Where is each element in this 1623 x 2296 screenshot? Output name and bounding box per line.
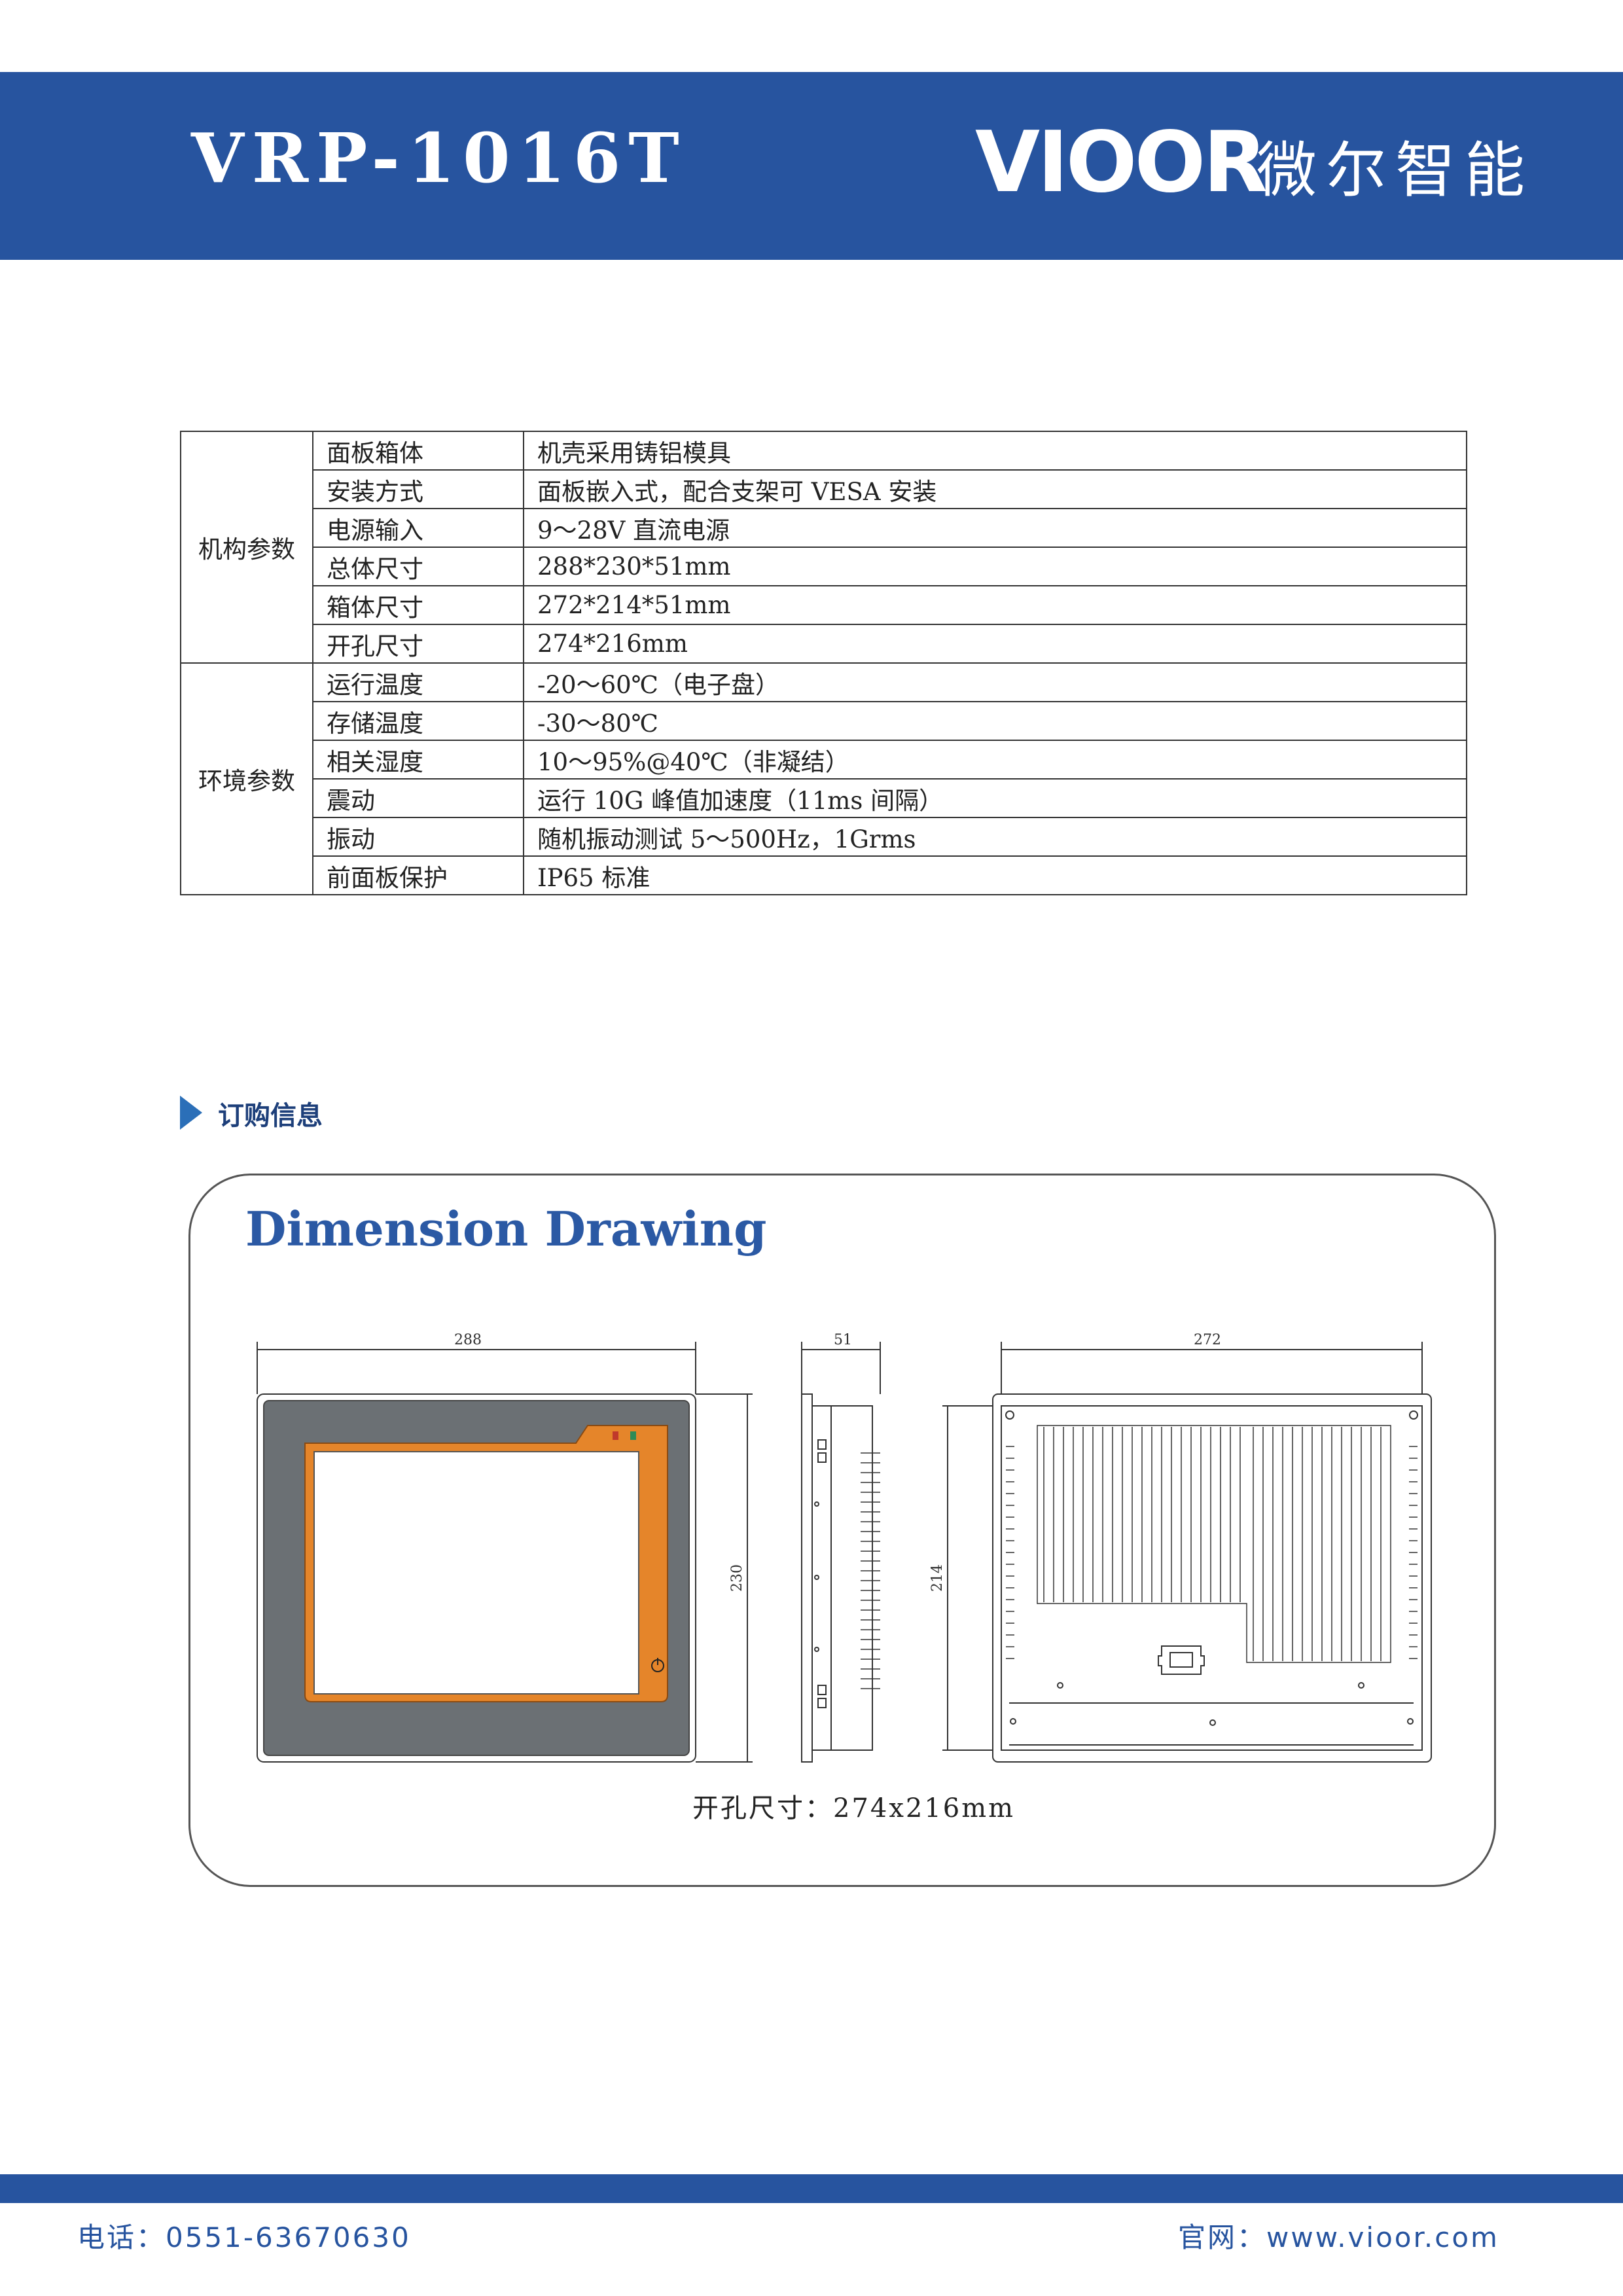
status-led-icon [613, 1431, 618, 1440]
logo-wordmark: VIOOR [975, 114, 1268, 211]
spec-name: 相关湿度 [312, 740, 524, 780]
spec-value: 面板嵌入式，配合支架可 VESA 安装 [523, 469, 1467, 509]
spec-name: 运行温度 [312, 662, 524, 702]
side-bezel [801, 1393, 813, 1763]
spec-value: IP65 标准 [523, 855, 1467, 895]
front-screen [313, 1451, 639, 1695]
footer-phone[interactable]: 电话：0551-63670630 [77, 2221, 411, 2253]
table-row: 箱体尺寸 272*214*51mm [181, 585, 1467, 625]
side-screw-icon [814, 1501, 819, 1507]
spec-name: 安装方式 [312, 469, 524, 509]
dimension-panel [188, 1174, 1496, 1887]
dimension-drawing: 288 230 51 272 [257, 1332, 1432, 1763]
spec-value: 机壳采用铸铝模具 [523, 431, 1467, 471]
connector-socket-icon [1169, 1652, 1193, 1668]
heatsink-outline [1037, 1425, 1391, 1663]
spec-name: 前面板保护 [312, 855, 524, 895]
back-view: 272 214 [929, 1332, 1432, 1763]
screw-hole-icon [1407, 1718, 1414, 1725]
side-depth-label: 51 [834, 1332, 852, 1348]
header-bar [0, 72, 1623, 260]
footer-bar [0, 2174, 1623, 2203]
spec-name: 箱体尺寸 [312, 585, 524, 625]
spec-value: 9～28V 直流电源 [523, 508, 1467, 548]
spec-value: 10～95%@40℃（非凝结） [523, 740, 1467, 780]
table-row: 环境参数 运行温度 -20～60℃（电子盘） [180, 662, 1467, 895]
screw-hole-icon [1057, 1682, 1063, 1689]
side-bracket-icon [817, 1685, 827, 1695]
spec-name: 震动 [312, 778, 524, 818]
table-row: 开孔尺寸 274*216mm [181, 624, 1467, 664]
power-connector-icon [1158, 1645, 1205, 1675]
table-row: 电源输入 9～28V 直流电源 [181, 508, 1467, 548]
spec-value: -20～60℃（电子盘） [523, 662, 1467, 702]
spec-name: 电源输入 [312, 508, 524, 548]
drawing-title: Dimension Drawing [245, 1201, 767, 1257]
back-width-label: 272 [1194, 1332, 1221, 1348]
cutout-caption: 开孔尺寸：274x216mm [692, 1793, 1016, 1823]
side-screw-icon [814, 1575, 819, 1580]
footer-website-link[interactable]: 官网：www.vioor.com [1178, 2221, 1499, 2253]
spec-table: 机构参数 面板箱体 机壳采用铸铝模具 安装方式 面板嵌入式，配合支架可 VESA… [180, 431, 1467, 895]
spec-group-label: 机构参数 [180, 431, 313, 664]
logo-chinese-name: 微尔智能 [1257, 135, 1535, 206]
spec-name: 总体尺寸 [312, 547, 524, 586]
front-height-label: 230 [729, 1564, 745, 1592]
side-screw-icon [814, 1647, 819, 1652]
table-row: 前面板保护 IP65 标准 [181, 855, 1467, 895]
spec-value: 随机振动测试 5～500Hz，1Grms [523, 817, 1467, 857]
spec-group-label: 环境参数 [180, 662, 313, 895]
table-row: 相关湿度 10～95%@40℃（非凝结） [181, 740, 1467, 780]
back-height-label: 214 [929, 1564, 946, 1592]
spec-name: 振动 [312, 817, 524, 857]
spec-value: 288*230*51mm [523, 547, 1467, 586]
spec-name: 面板箱体 [312, 431, 524, 471]
side-fins [861, 1452, 880, 1689]
spec-value: -30～80℃ [523, 701, 1467, 741]
table-row: 安装方式 面板嵌入式，配合支架可 VESA 安装 [181, 469, 1467, 509]
side-bracket-icon [817, 1439, 827, 1450]
back-side-fins [1006, 1446, 1418, 1659]
spec-name: 存储温度 [312, 701, 524, 741]
table-row: 机构参数 面板箱体 机壳采用铸铝模具 [180, 431, 1467, 664]
spec-value: 274*216mm [523, 624, 1467, 664]
spec-value: 272*214*51mm [523, 585, 1467, 625]
front-width-label: 288 [454, 1332, 482, 1348]
front-view: 288 230 [257, 1332, 753, 1763]
side-view: 51 [801, 1332, 881, 1763]
screw-hole-icon [1010, 1718, 1016, 1725]
table-row: 震动 运行 10G 峰值加速度（11ms 间隔） [181, 778, 1467, 818]
status-led-icon [630, 1431, 636, 1440]
mount-screw-icon [1409, 1410, 1418, 1420]
table-row: 存储温度 -30～80℃ [181, 701, 1467, 741]
back-housing [1001, 1405, 1423, 1751]
table-row: 总体尺寸 288*230*51mm [181, 547, 1467, 586]
table-row: 振动 随机振动测试 5～500Hz，1Grms [181, 817, 1467, 857]
side-bracket-icon [817, 1452, 827, 1463]
mount-screw-icon [1005, 1410, 1014, 1420]
spec-name: 开孔尺寸 [312, 624, 524, 664]
heatsink-fins [1043, 1427, 1382, 1661]
spec-value: 运行 10G 峰值加速度（11ms 间隔） [523, 778, 1467, 818]
section-title: 订购信息 [218, 1101, 323, 1131]
screw-hole-icon [1358, 1682, 1364, 1689]
side-bracket-icon [817, 1698, 827, 1708]
triangle-arrow-icon [180, 1096, 202, 1130]
model-title: VRP-1016T [191, 118, 687, 198]
screw-hole-icon [1209, 1719, 1216, 1726]
